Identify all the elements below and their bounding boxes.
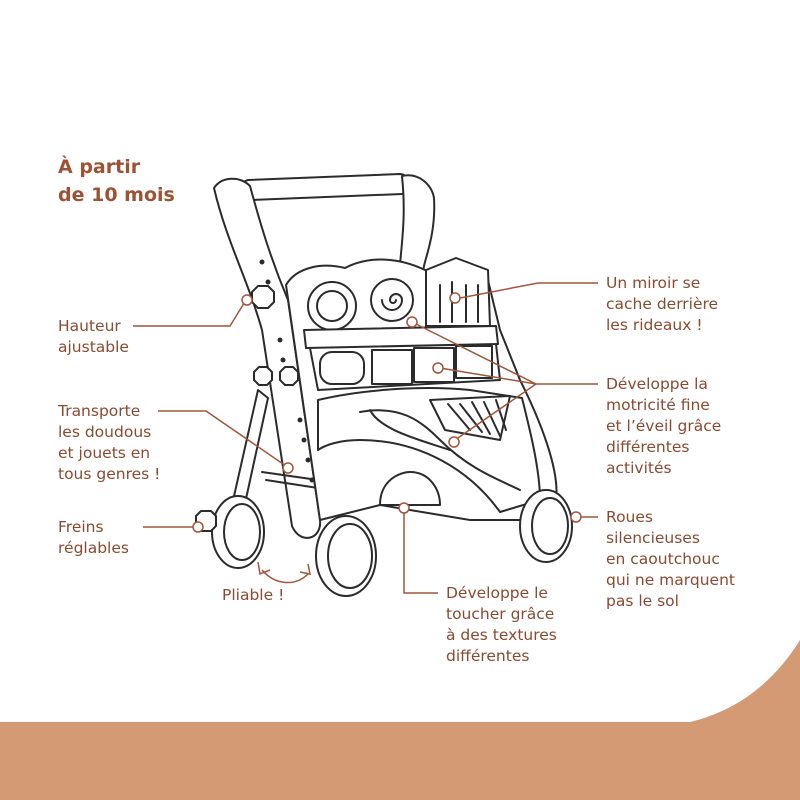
transporte-label: Transporte les doudous et jouets en tous… <box>58 402 161 483</box>
motricite-marker-icon <box>406 316 418 328</box>
hauteur-label: Hauteur ajustable <box>58 317 129 356</box>
toucher-marker-icon <box>398 502 410 514</box>
motricite-label: Développe la motricité fine et l’éveil g… <box>606 375 722 477</box>
miroir-label: Un miroir se cache derrière les rideaux … <box>606 274 719 334</box>
roues-label: Roues silencieuses en caoutchouc qui ne … <box>606 508 735 610</box>
freins-marker-icon <box>192 521 204 533</box>
hauteur-marker-icon <box>241 294 253 306</box>
curved-double-arrow-icon <box>257 561 311 584</box>
toucher-label: Développe le toucher grâce à des texture… <box>446 584 557 665</box>
freins-label: Freins réglables <box>58 518 129 557</box>
transporte-marker-icon <box>282 462 294 474</box>
miroir-marker-icon <box>449 292 461 304</box>
age-title: À partir de 10 mois <box>58 156 175 206</box>
pliable-label: Pliable ! <box>222 586 285 604</box>
roues-marker-icon <box>570 511 582 523</box>
